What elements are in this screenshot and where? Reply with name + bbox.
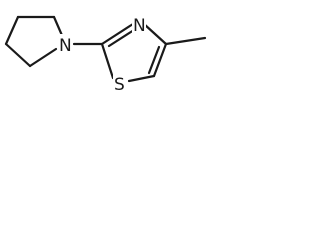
atom-s-thiazole-text: S <box>114 75 125 95</box>
bond-c4-c5-inner <box>147 45 161 75</box>
bond-c2-n3-inner <box>107 28 136 48</box>
atom-label-n-thiazole: N <box>132 14 146 36</box>
molecule-structure: N N S <box>4 14 207 95</box>
bond-c4-c5 <box>152 42 168 78</box>
bond-c2-c3 <box>4 15 20 46</box>
atom-label-s-thiazole: S <box>113 73 127 95</box>
bond-c4-methyl <box>164 36 207 46</box>
bond-c2-n3 <box>100 22 135 46</box>
atom-n-pyrrolidine-text: N <box>59 36 72 56</box>
bond-c5-s1 <box>127 74 156 83</box>
bond-c4-n <box>28 47 58 68</box>
bond-n3-c4 <box>142 22 168 46</box>
pyrrolidine-ring <box>4 15 66 68</box>
thiazole-ring <box>100 22 168 83</box>
bond-s1-c2 <box>100 42 115 80</box>
atom-n-thiazole-text: N <box>133 16 146 36</box>
bond-c3-c4 <box>4 42 32 68</box>
atom-label-n-pyrrolidine: N <box>58 34 72 56</box>
